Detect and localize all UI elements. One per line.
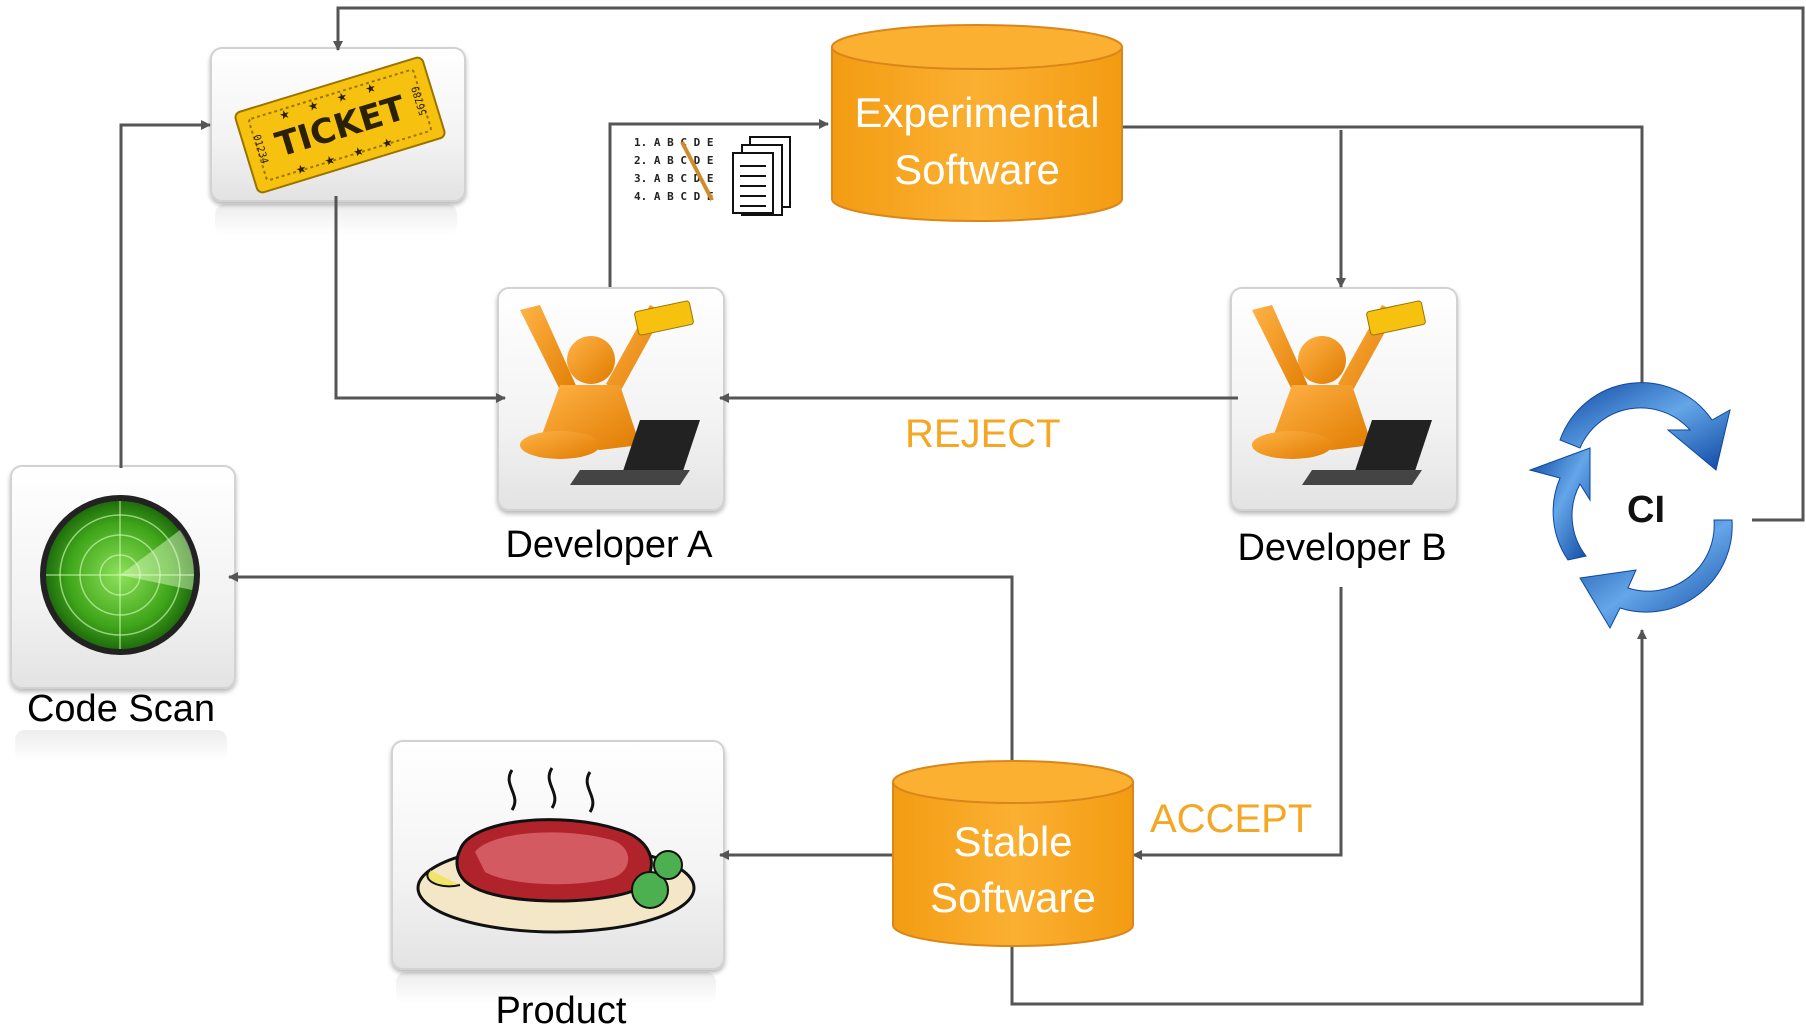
developer-a-label: Developer A [505,524,713,566]
svg-text:★: ★ [306,98,320,115]
ticket-icon: TICKET 01234 56789 ★★★★ ★★★★ [234,56,446,194]
ci-label: CI [1627,489,1665,531]
mini-ticket-icon [634,300,694,336]
mini-ticket-icon [1366,300,1426,336]
edge-ci-to-ticket [333,6,1805,522]
product-label: Product [495,990,627,1032]
test-row-2: 2. A B C D E [634,154,713,167]
stable-line2: Software [930,874,1096,921]
edge-stable-to-ci [1010,629,1647,1006]
test-row-4: 4. A B C D E [634,190,713,203]
code-scan-reflection [15,730,227,762]
svg-text:★: ★ [294,161,308,178]
experimental-software-node[interactable]: Experimental Software [831,24,1123,222]
svg-text:★: ★ [323,152,337,169]
connectors [119,6,1805,1006]
stable-line1: Stable [953,818,1072,865]
product-reflection [396,972,716,1004]
documents-icon [732,136,791,216]
ci-node[interactable]: CI [1528,382,1733,630]
developer-b-icon [1252,300,1432,485]
developer-b-label: Developer B [1237,527,1447,569]
experimental-line1: Experimental [854,89,1099,136]
laptop-icon [570,420,700,485]
svg-text:★: ★ [363,80,377,97]
test-row-1: 1. A B C D E [634,136,713,149]
code-scan-label: Code Scan [26,688,215,730]
edge-stable-to-codescan [228,572,1014,760]
svg-text:★: ★ [380,135,394,152]
experimental-line2: Software [894,146,1060,193]
developer-a-icon [520,300,700,485]
edge-deva-to-experimental [608,119,829,287]
ci-cycle-icon [1528,382,1733,630]
edge-accept [1132,587,1343,860]
edge-ticket-to-deva [334,196,506,403]
stable-software-node[interactable]: Stable Software [892,760,1134,947]
svg-text:★: ★ [335,89,349,106]
laptop-icon [1302,420,1432,485]
svg-text:★: ★ [277,106,291,123]
test-sheet-icon: 1. A B C D E 2. A B C D E 3. A B C D E 4… [634,136,714,203]
reject-label: REJECT [905,412,1061,456]
edge-experimental-to-ci [1120,125,1647,404]
radar-icon [40,495,200,655]
accept-label: ACCEPT [1150,797,1313,841]
developer-icon [1252,305,1396,459]
steak-icon [416,767,696,934]
test-row-3: 3. A B C D E [634,172,713,185]
svg-text:★: ★ [351,143,365,160]
edge-codescan-to-ticket [119,120,211,468]
